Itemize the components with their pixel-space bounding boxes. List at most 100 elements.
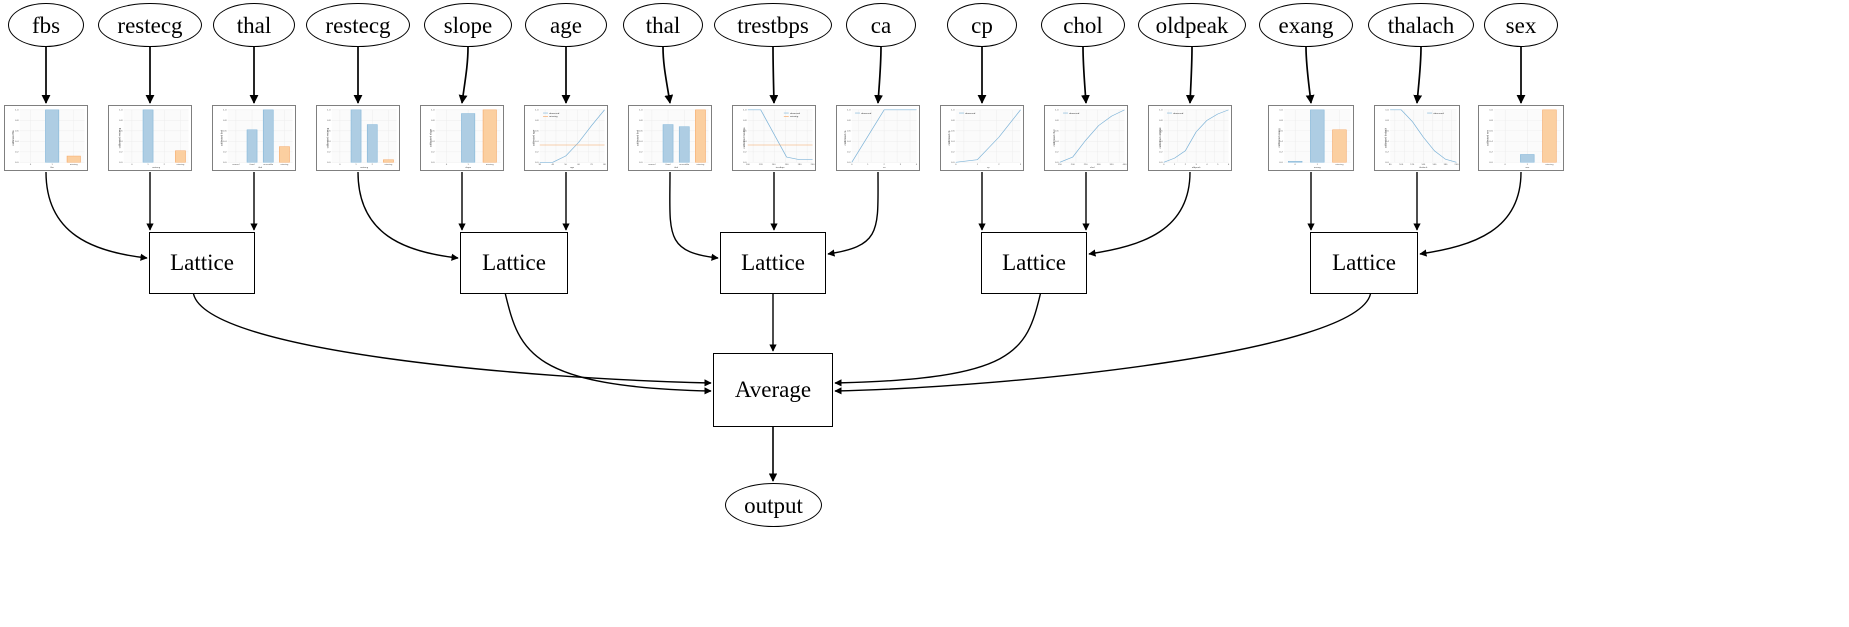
feature-node-label: restecg xyxy=(325,12,391,38)
svg-text:0.6: 0.6 xyxy=(223,131,227,133)
svg-text:0.2: 0.2 xyxy=(223,152,227,154)
svg-text:normal: normal xyxy=(648,163,656,166)
svg-text:0.8: 0.8 xyxy=(15,120,19,122)
lattice-node-3[interactable]: Lattice xyxy=(981,232,1087,294)
svg-text:80: 80 xyxy=(603,164,606,166)
feature-node-label: thal xyxy=(236,12,272,38)
svg-text:4: 4 xyxy=(916,164,918,166)
svg-text:0.4: 0.4 xyxy=(119,141,123,143)
svg-text:0.2: 0.2 xyxy=(15,152,19,154)
edge xyxy=(458,46,469,104)
plot-ylabel: calibrated thalach xyxy=(1384,127,1388,149)
svg-text:1.0: 1.0 xyxy=(327,110,331,112)
svg-text:0.4: 0.4 xyxy=(15,141,19,143)
svg-text:0.8: 0.8 xyxy=(1385,120,1389,122)
svg-text:1.0: 1.0 xyxy=(639,110,643,112)
plot-ylabel: calibrated exang xyxy=(1278,128,1282,148)
plot-ylabel: calibrated fbs xyxy=(12,130,16,146)
svg-text:6: 6 xyxy=(1228,164,1230,166)
svg-text:50: 50 xyxy=(564,164,567,166)
average-node[interactable]: Average xyxy=(713,353,833,427)
svg-text:60: 60 xyxy=(577,164,580,166)
svg-text:200: 200 xyxy=(811,164,815,166)
svg-text:30: 30 xyxy=(538,164,541,166)
svg-text:0.6: 0.6 xyxy=(1489,131,1493,133)
feature-node-age[interactable]: age xyxy=(525,3,607,47)
plot-ylabel: calibrated slope xyxy=(429,128,433,148)
edge xyxy=(504,293,712,395)
svg-text:1: 1 xyxy=(468,164,470,166)
feature-node-cp[interactable]: cp xyxy=(947,3,1017,47)
svg-text:ca: ca xyxy=(883,167,886,169)
svg-text:0.4: 0.4 xyxy=(951,141,955,143)
feature-node-thalach[interactable]: thalach xyxy=(1368,3,1474,47)
lattice-node-1[interactable]: Lattice xyxy=(460,232,568,294)
svg-text:3: 3 xyxy=(1196,164,1198,166)
svg-text:normal: normal xyxy=(232,163,240,166)
lattice-node-2[interactable]: Lattice xyxy=(720,232,826,294)
svg-text:180: 180 xyxy=(1443,164,1448,166)
svg-text:1: 1 xyxy=(52,164,54,166)
feature-node-sex[interactable]: sex xyxy=(1484,3,1558,47)
svg-text:1: 1 xyxy=(1317,164,1319,166)
svg-text:1.0: 1.0 xyxy=(743,110,747,112)
svg-text:0.0: 0.0 xyxy=(1279,162,1283,164)
svg-text:0.6: 0.6 xyxy=(639,131,643,133)
edge xyxy=(1081,46,1090,104)
feature-node-thal[interactable]: thal xyxy=(623,3,703,47)
output-node[interactable]: output xyxy=(725,483,822,527)
edge xyxy=(874,46,883,104)
feature-node-chol[interactable]: chol xyxy=(1041,3,1125,47)
feature-node-trestbps[interactable]: trestbps xyxy=(714,3,832,47)
svg-text:40: 40 xyxy=(551,164,554,166)
svg-text:0: 0 xyxy=(30,164,32,166)
feature-node-oldpeak[interactable]: oldpeak xyxy=(1138,3,1246,47)
svg-text:missing: missing xyxy=(1545,164,1554,166)
plot-ylabel: calibrated thal xyxy=(636,129,640,147)
svg-text:missing: missing xyxy=(70,164,78,166)
feature-node-label: trestbps xyxy=(737,12,809,38)
feature-node-ca[interactable]: ca xyxy=(846,3,916,47)
feature-node-label: exang xyxy=(1278,12,1334,38)
svg-text:200: 200 xyxy=(1071,164,1076,166)
svg-text:250: 250 xyxy=(1084,164,1089,166)
svg-text:observed: observed xyxy=(790,112,801,115)
svg-text:0.8: 0.8 xyxy=(639,120,643,122)
svg-text:0.8: 0.8 xyxy=(535,120,539,122)
feature-node-slope[interactable]: slope xyxy=(424,3,512,47)
svg-text:1.0: 1.0 xyxy=(1489,110,1493,112)
lattice-node-0[interactable]: Lattice xyxy=(149,232,255,294)
svg-text:120: 120 xyxy=(759,164,764,166)
svg-text:0.2: 0.2 xyxy=(431,152,435,154)
plot-ylabel: calibrated oldpeak xyxy=(1159,127,1163,149)
edge xyxy=(45,171,148,261)
feature-node-restecg[interactable]: restecg xyxy=(98,3,202,47)
svg-text:thal: thal xyxy=(674,166,679,169)
svg-text:0.0: 0.0 xyxy=(639,162,643,164)
plot-ylabel: calibrated ca xyxy=(843,130,847,146)
feature-node-restecg[interactable]: restecg xyxy=(306,3,410,47)
svg-text:0.0: 0.0 xyxy=(847,162,851,164)
svg-text:thal: thal xyxy=(258,166,263,169)
svg-text:0.0: 0.0 xyxy=(431,162,435,164)
feature-node-fbs[interactable]: fbs xyxy=(8,3,84,47)
svg-text:2: 2 xyxy=(164,164,166,166)
feature-node-exang[interactable]: exang xyxy=(1259,3,1353,47)
svg-text:0.8: 0.8 xyxy=(951,120,955,122)
svg-text:0.2: 0.2 xyxy=(1489,152,1493,154)
svg-text:200: 200 xyxy=(1455,164,1459,166)
svg-text:0.6: 0.6 xyxy=(743,131,747,133)
svg-text:0.4: 0.4 xyxy=(1279,141,1283,143)
feature-node-thal[interactable]: thal xyxy=(213,3,295,47)
svg-text:120: 120 xyxy=(1410,164,1415,166)
lattice-node-4[interactable]: Lattice xyxy=(1310,232,1418,294)
feature-node-label: fbs xyxy=(31,12,61,38)
svg-text:160: 160 xyxy=(785,164,790,166)
svg-text:0: 0 xyxy=(1505,164,1507,166)
svg-text:300: 300 xyxy=(1097,164,1102,166)
